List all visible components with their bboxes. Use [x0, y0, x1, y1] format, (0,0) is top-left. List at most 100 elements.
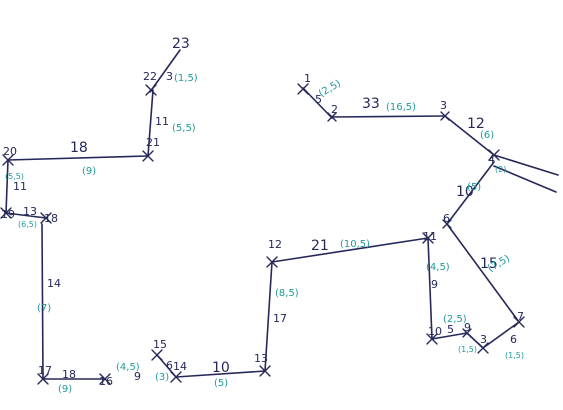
edge-weight: 6 — [510, 333, 517, 346]
edge-weight: 18 — [62, 368, 76, 381]
coord-note: (5) — [214, 378, 228, 389]
edge-weight: 17 — [273, 312, 287, 325]
edge-weight: 21 — [311, 238, 329, 254]
node-marker-14 — [170, 371, 182, 383]
node-marker-12 — [266, 256, 278, 268]
edge-22-23 — [149, 49, 181, 93]
edges — [5, 49, 559, 380]
node-marker-11 — [422, 232, 434, 244]
node-label: 21 — [146, 136, 160, 149]
coord-note: (16,5) — [386, 102, 416, 113]
coord-note: (4,5) — [426, 262, 450, 273]
node-label: 7 — [517, 310, 524, 323]
edge-6-7 — [446, 223, 520, 323]
node-marker-18 — [40, 212, 52, 224]
edge-4-road-lower — [493, 165, 557, 193]
coord-note: (2) — [495, 165, 506, 174]
coord-note: (5,5) — [5, 172, 24, 181]
node-marker-2 — [327, 112, 337, 122]
node-marker-1 — [297, 83, 309, 95]
node-marker-22 — [145, 84, 157, 96]
edge-weight: 5 — [315, 93, 322, 106]
edge-weight: 5 — [447, 323, 454, 336]
edge-3-4 — [444, 115, 495, 156]
coord-note: (6,5) — [18, 220, 37, 229]
coord-note: (2,5) — [443, 314, 467, 325]
edge-weight: 9 — [134, 370, 141, 383]
node-label: 18 — [44, 212, 58, 225]
node-marker-13 — [259, 365, 271, 377]
node-labels: 1 2 3 4 6 7 9 10 11 12 13 14 15 16 17 18… — [1, 36, 524, 388]
edge-weight: 11 — [13, 180, 27, 193]
node-marker-19 — [0, 207, 12, 219]
node-marker-10 — [426, 333, 438, 345]
node-marker-15 — [151, 349, 163, 361]
edge-weight: 6 — [166, 359, 173, 372]
edge-13-14 — [175, 370, 266, 378]
edge-4-6 — [446, 161, 495, 225]
edge-weight: 3 — [480, 333, 487, 346]
edge-7-3 — [482, 321, 520, 349]
node-label: 9 — [464, 321, 471, 334]
coord-note: (9) — [82, 166, 96, 177]
coord-note: (2,5) — [317, 78, 343, 99]
edge-21-22 — [147, 89, 154, 157]
coord-note: (6) — [480, 130, 494, 141]
coord-note: (7) — [37, 303, 51, 314]
edge-2-3 — [331, 115, 446, 118]
edge-20-21 — [7, 155, 149, 161]
edge-weight: 3 — [166, 70, 173, 83]
node-marker-16 — [99, 373, 111, 385]
edge-10-11 — [427, 237, 433, 340]
node-label: 20 — [3, 145, 17, 158]
node-label: 6 — [443, 212, 450, 225]
coord-note: (8,5) — [275, 288, 299, 299]
coord-note: (1,5) — [174, 73, 198, 84]
edge-weight: 18 — [70, 140, 88, 156]
coord-note: (4,5) — [116, 362, 140, 373]
coord-note: (1,5) — [505, 351, 524, 360]
node-marker-3 — [440, 111, 450, 121]
node-markers — [0, 83, 525, 385]
node-label: 10 — [428, 325, 442, 338]
node-label: 2 — [331, 103, 338, 116]
node-marker-20 — [2, 154, 14, 166]
edge-weights: 5 33 12 10 15 6 3 5 9 21 17 10 6 9 18 14… — [13, 70, 517, 383]
node-marker-3b — [477, 342, 489, 354]
edge-11-12 — [271, 237, 429, 263]
coord-note: (5) — [467, 182, 481, 193]
edge-19-20 — [5, 159, 9, 214]
node-label: 14 — [173, 360, 187, 373]
edge-12-13 — [264, 261, 273, 372]
node-marker-4 — [488, 149, 500, 161]
edge-weight: 12 — [467, 116, 485, 132]
node-label: 12 — [268, 238, 282, 251]
node-label: 1 — [304, 72, 311, 85]
edge-weight: 33 — [362, 96, 380, 112]
edge-17-18 — [41, 223, 44, 380]
edge-weight: 15 — [480, 256, 498, 272]
node-label: 15 — [153, 338, 167, 351]
edge-18-19 — [5, 212, 47, 219]
node-label: 23 — [172, 36, 190, 52]
edge-4-road-upper — [493, 154, 559, 176]
node-marker-7 — [513, 316, 525, 328]
node-marker-17 — [37, 373, 49, 385]
edge-9-10 — [431, 332, 468, 340]
coord-note: (5,5) — [172, 123, 196, 134]
node-marker-21 — [142, 150, 154, 162]
node-label: 13 — [254, 352, 268, 365]
node-label: 19 — [1, 208, 15, 221]
coordinate-notes: (2,5) (16,5) (6) (2) (5) (7,5) (1,5) (1,… — [5, 73, 524, 395]
edge-weight: 10 — [212, 360, 230, 376]
node-label: 22 — [143, 70, 157, 83]
coord-note: (3) — [155, 372, 169, 383]
coord-note: (10,5) — [340, 239, 370, 250]
coord-note: (1,5) — [458, 345, 477, 354]
node-label: 11 — [423, 230, 437, 243]
edge-weight: 13 — [23, 205, 37, 218]
node-label: 17 — [38, 364, 52, 377]
edge-weight: 11 — [155, 115, 169, 128]
edge-weight: 14 — [47, 277, 61, 290]
